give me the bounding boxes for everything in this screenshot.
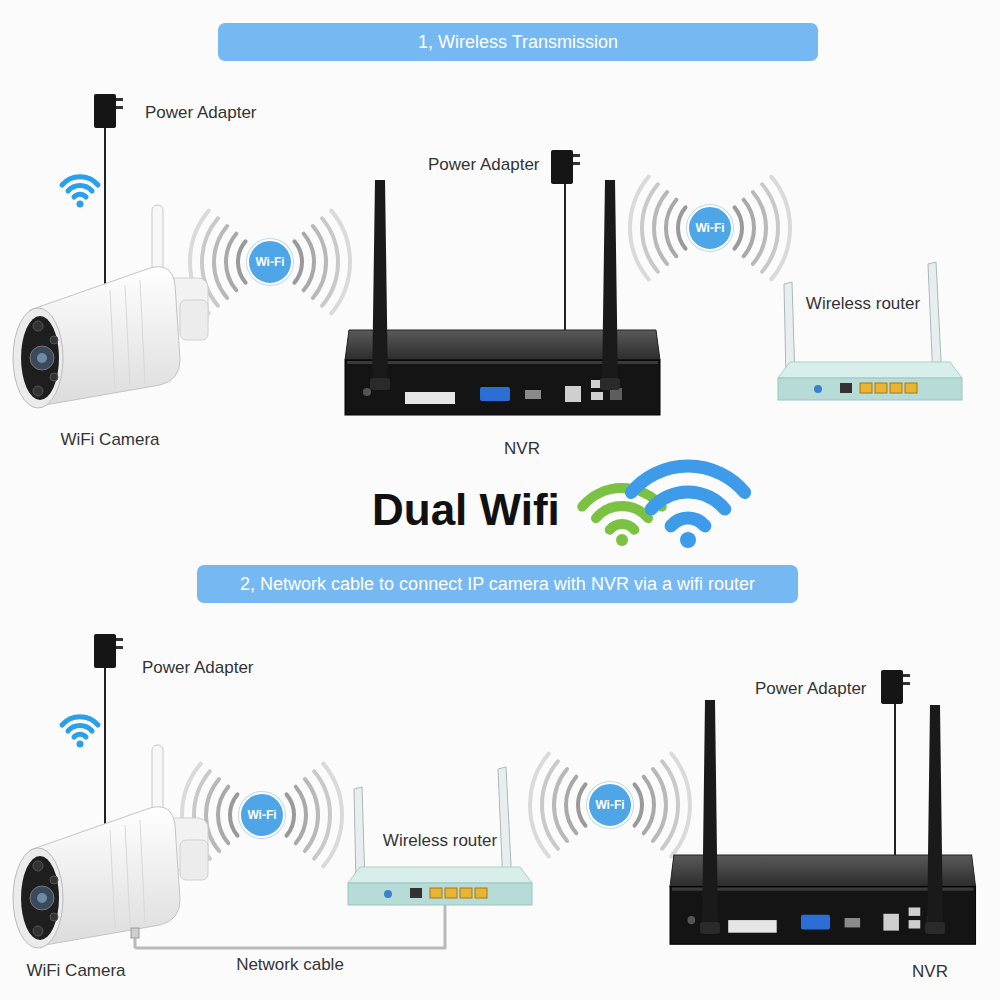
wifi-camera xyxy=(13,634,208,948)
camera-node: WiFi Camera xyxy=(20,700,135,985)
wifi-waves xyxy=(630,177,790,280)
dual-wifi-icon xyxy=(582,466,745,548)
nvr-node: NVR xyxy=(345,175,660,460)
part-label: Power Adapter xyxy=(142,658,254,678)
wifi-badge: Wi-Fi xyxy=(247,239,293,285)
router-node: Wireless router xyxy=(780,290,962,402)
badge-text: Wi-Fi xyxy=(255,255,284,269)
nvr-bottom xyxy=(670,670,976,944)
section-band: 1, Wireless Transmission xyxy=(218,23,818,61)
wifi-badge: Wi-Fi xyxy=(587,782,633,828)
band-title: 1, Wireless Transmission xyxy=(418,32,618,53)
wifi-badge: Wi-Fi xyxy=(687,205,733,251)
edge-label: Network cable xyxy=(234,955,346,975)
device-caption: Wireless router xyxy=(806,294,920,314)
cable-plug xyxy=(131,928,139,938)
nvr-top xyxy=(345,150,660,415)
badge-text: Wi-Fi xyxy=(595,798,624,812)
camera-node: WiFi Camera xyxy=(40,200,190,455)
part-label: Power Adapter xyxy=(428,155,540,175)
wireless-router xyxy=(778,262,962,400)
page-title: Dual Wifi xyxy=(372,484,560,536)
section-band: 2, Network cable to connect IP camera wi… xyxy=(197,565,798,603)
device-caption: WiFi Camera xyxy=(60,430,159,450)
badge-text: Wi-Fi xyxy=(247,808,276,822)
router-node: Wireless router xyxy=(348,828,532,905)
device-caption: WiFi Camera xyxy=(26,961,125,981)
wifi-camera xyxy=(13,94,208,408)
nvr-node: NVR xyxy=(670,690,975,985)
part-label: Power Adapter xyxy=(145,103,257,123)
device-caption: NVR xyxy=(504,439,540,459)
device-caption: NVR xyxy=(912,962,948,982)
band-title: 2, Network cable to connect IP camera wi… xyxy=(240,574,755,595)
wifi-badge: Wi-Fi xyxy=(239,792,285,838)
part-label: Power Adapter xyxy=(755,679,867,699)
wifi-waves xyxy=(190,211,350,314)
device-caption: Wireless router xyxy=(383,831,497,851)
badge-text: Wi-Fi xyxy=(695,221,724,235)
wireless-router xyxy=(348,767,532,905)
network-cable xyxy=(135,905,445,948)
wifi-waves xyxy=(530,754,690,857)
